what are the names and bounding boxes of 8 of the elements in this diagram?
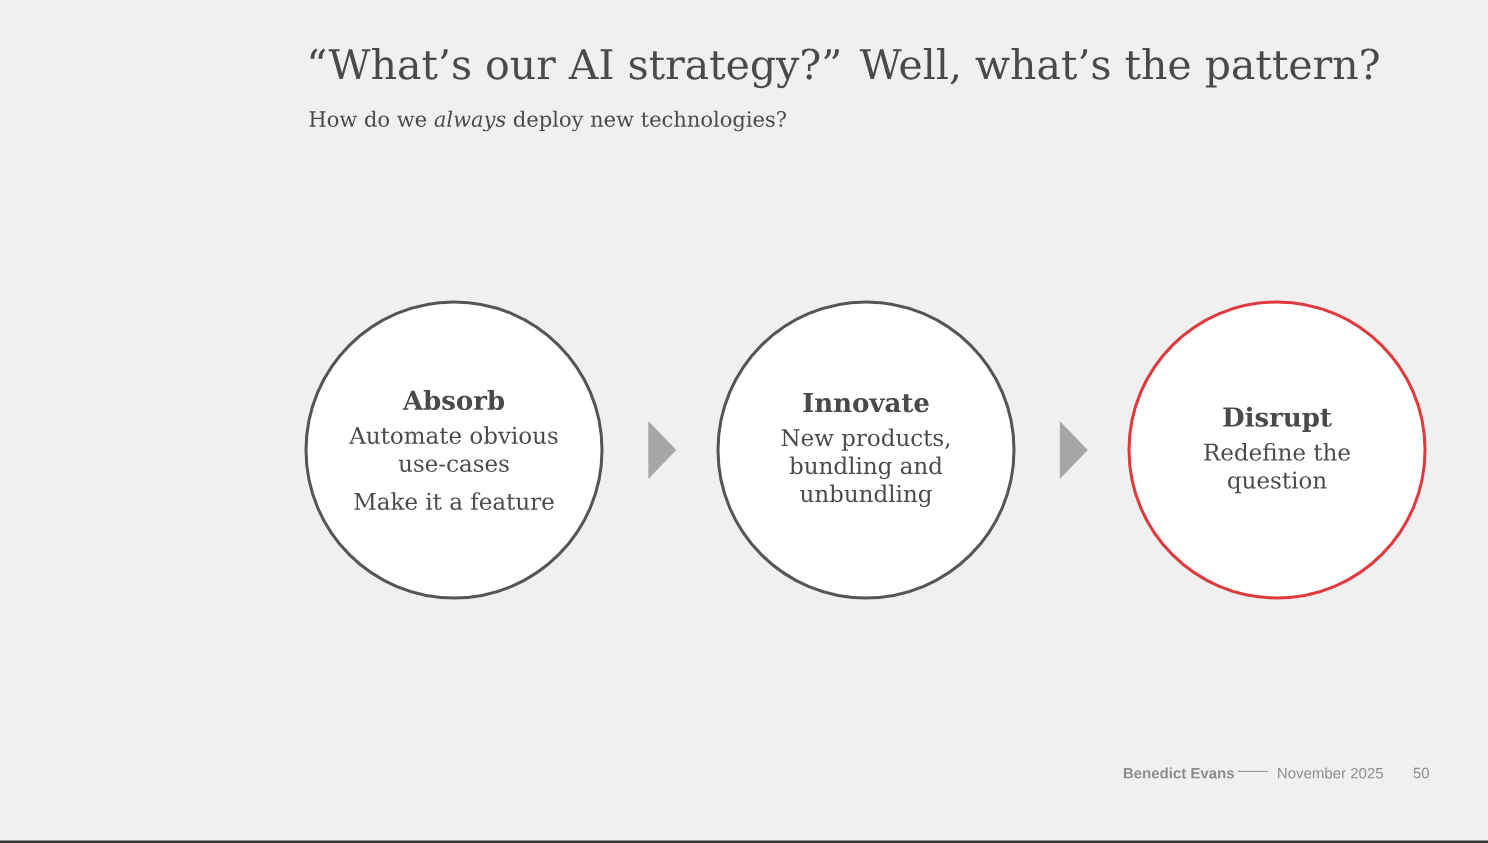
page-number: 50 (1413, 767, 1429, 779)
author-name: Benedict Evans (1123, 767, 1234, 779)
subtitle: How do we always deploy new technologies? (309, 110, 786, 132)
title: “What’s our AI strategy?” Well, what’s the pattern? (310, 47, 1379, 89)
chevron-arrow (648, 421, 677, 479)
separator: —— (1238, 770, 1268, 772)
chevron-arrow (1059, 421, 1088, 479)
date: November 2025 (1278, 767, 1383, 779)
